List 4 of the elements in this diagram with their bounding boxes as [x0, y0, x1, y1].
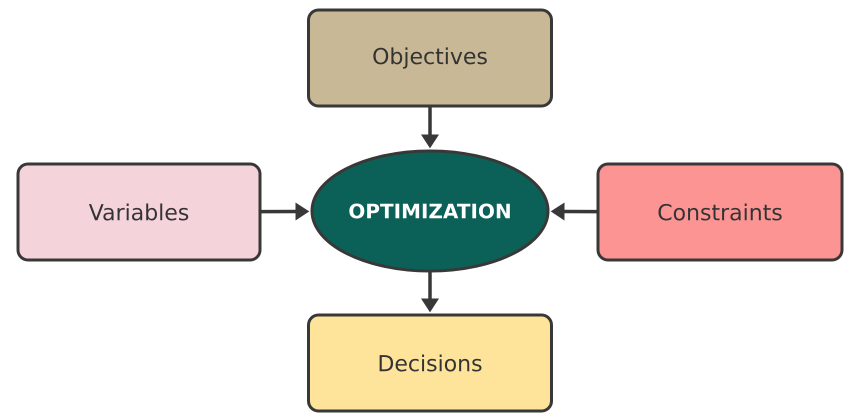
process-box: Objectives — [307, 8, 553, 108]
process-box: Decisions — [307, 314, 553, 412]
process-box: Constraints — [596, 162, 844, 262]
process-box: Variables — [16, 162, 262, 262]
